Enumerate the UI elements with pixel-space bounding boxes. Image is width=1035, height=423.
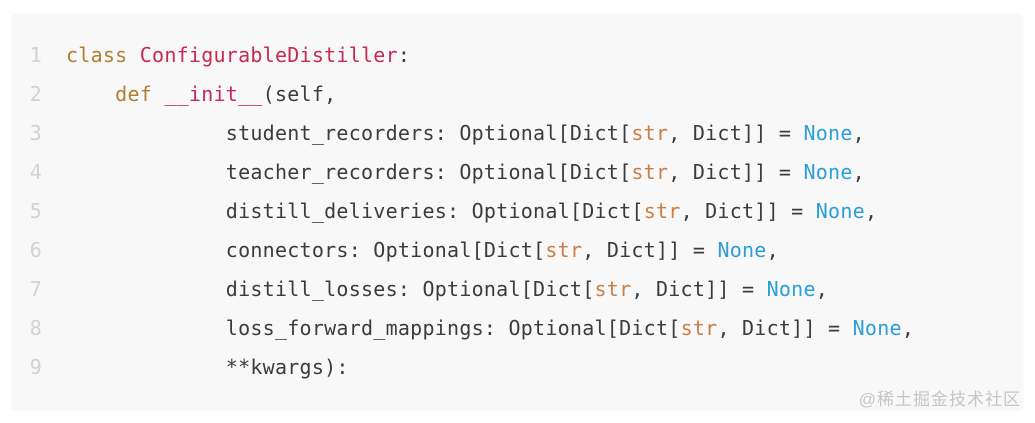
code-segment-plain: , [852,160,865,184]
line-number: 3 [29,121,42,145]
code-segment-plain: distill_losses: Optional[Dict[ [66,277,595,301]
code-segment-plain: , Dict]] = [582,238,718,262]
code-text: distill_losses: Optional[Dict[str, Dict]… [66,270,828,309]
code-segment-keyword: class [66,43,128,67]
line-number: 4 [29,160,42,184]
code-segment-plain: teacher_recorders: Optional[Dict[ [66,160,632,184]
code-segment-title: ConfigurableDistiller [139,43,398,67]
code-line: 4 teacher_recorders: Optional[Dict[str, … [12,153,1023,192]
code-line: 7 distill_losses: Optional[Dict[str, Dic… [12,270,1023,309]
code-text: connectors: Optional[Dict[str, Dict]] = … [66,231,779,270]
watermark: @稀土掘金技术社区 [858,390,1021,409]
code-segment-plain [127,43,139,67]
code-segment-literal: None [803,121,853,145]
code-segment-builtin: str [631,160,669,184]
code-segment-plain: connectors: Optional[Dict[ [66,238,546,262]
line-number: 2 [29,82,42,106]
code-text: teacher_recorders: Optional[Dict[str, Di… [66,153,865,192]
code-segment-literal: None [852,316,902,340]
line-number: 9 [29,355,42,379]
code-text: def __init__(self, [66,75,336,114]
code-segment-plain: **kwargs): [66,355,349,379]
code-segment-literal: None [815,199,865,223]
code-line: 6 connectors: Optional[Dict[str, Dict]] … [12,231,1023,270]
code-segment-plain: , [766,238,779,262]
code-segment-literal: None [766,277,816,301]
code-line: 2 def __init__(self, [12,75,1023,114]
code-line: 5 distill_deliveries: Optional[Dict[str,… [12,192,1023,231]
code-segment-plain: , [852,121,865,145]
code-segment-plain: , Dict]] = [717,316,853,340]
code-segment-literal: None [717,238,767,262]
code-segment-plain: distill_deliveries: Optional[Dict[ [66,199,644,223]
line-number: 7 [29,277,42,301]
code-segment-plain: , Dict]] = [631,277,767,301]
line-number: 1 [29,43,42,67]
line-number: 8 [29,316,42,340]
code-segment-plain: , Dict]] = [680,199,816,223]
code-segment-plain: (self, [262,82,337,106]
code-segment-builtin: str [680,316,718,340]
line-number: 5 [29,199,42,223]
code-segment-plain: , Dict]] = [668,160,804,184]
code-segment-keyword: def [115,82,153,106]
code-segment-plain: student_recorders: Optional[Dict[ [66,121,632,145]
code-line: 9 **kwargs): [12,348,1023,387]
code-segment-builtin: str [545,238,583,262]
code-segment-plain: : [397,43,411,67]
code-segment-plain: , [815,277,829,301]
code-text: student_recorders: Optional[Dict[str, Di… [66,114,865,153]
code-segment-plain: , [864,199,878,223]
line-number: 6 [29,238,42,262]
code-text: class ConfigurableDistiller: [66,36,410,75]
code-text: loss_forward_mappings: Optional[Dict[str… [66,309,914,348]
code-segment-builtin: str [643,199,681,223]
code-segment-builtin: str [631,121,669,145]
code-line: 3 student_recorders: Optional[Dict[str, … [12,114,1023,153]
code-segment-builtin: str [594,277,632,301]
code-segment-literal: None [803,160,853,184]
code-segment-plain: loss_forward_mappings: Optional[Dict[ [66,316,681,340]
code-segment-title: __init__ [164,82,263,106]
code-line: 8 loss_forward_mappings: Optional[Dict[s… [12,309,1023,348]
code-segment-plain [152,82,164,106]
code-segment-plain: , [901,316,915,340]
code-text: distill_deliveries: Optional[Dict[str, D… [66,192,877,231]
code-line: 1 class ConfigurableDistiller: [12,36,1023,75]
code-segment-plain: , Dict]] = [668,121,804,145]
code-text: **kwargs): [66,348,349,387]
code-segment-plain [66,82,115,106]
